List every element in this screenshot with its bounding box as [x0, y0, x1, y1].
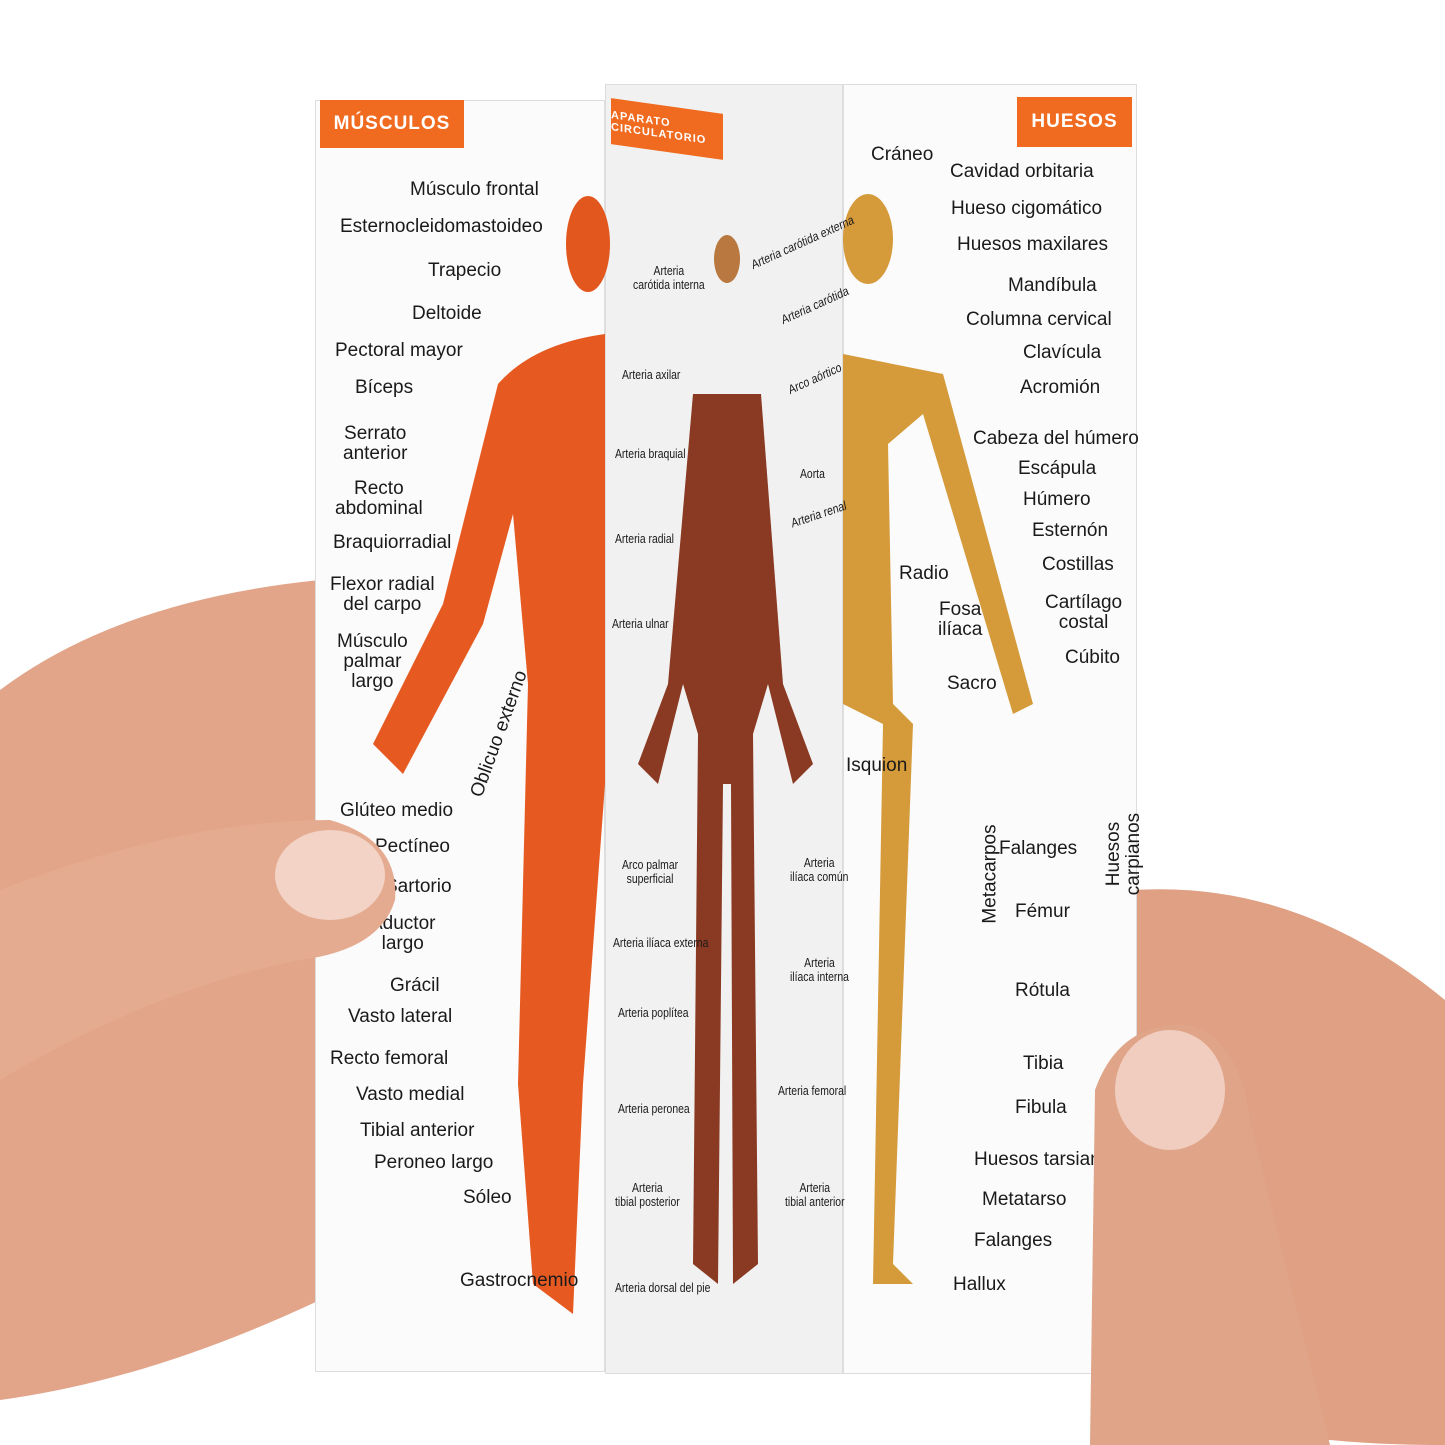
muscles-label: Sóleo: [463, 1187, 512, 1208]
muscle-figure: [373, 196, 610, 1314]
circulatory-label: Arteria tibial posterior: [615, 1180, 680, 1209]
muscles-label: Músculo palmar largo: [337, 631, 408, 692]
bones-label: Radio: [899, 563, 949, 584]
muscles-label: Bíceps: [355, 377, 414, 398]
circulatory-label: Arteria ilíaca común: [790, 855, 849, 884]
circulatory-label: Aorta: [800, 466, 825, 481]
circulatory-label: Arco palmar superficial: [622, 857, 679, 886]
skeleton-figure: [843, 194, 1033, 1284]
bones-label: Clavícula: [1023, 342, 1102, 363]
bones-label: Huesos carpianos: [1103, 812, 1145, 896]
muscles-label: Flexor radial del carpo: [330, 574, 435, 615]
circulatory-label: Arteria ilíaca interna: [790, 955, 849, 984]
muscles-label: Glúteo medio: [340, 800, 454, 821]
bones-label: Cúbito: [1065, 647, 1120, 668]
circulatory-label: Arteria ulnar: [612, 616, 669, 631]
anatomy-fold-card[interactable]: MÚSCULOS APARATO CIRCULATORIO HUESOS Mús…: [313, 84, 1144, 1374]
bones-label: Columna cervical: [966, 309, 1112, 330]
left-hand-fingers: [0, 580, 320, 1400]
bones-label: Sacro: [947, 673, 997, 694]
bones-label: Mandíbula: [1008, 275, 1097, 296]
circulatory-label: Arteria poplítea: [618, 1005, 689, 1020]
bones-label: Esternón: [1032, 520, 1109, 541]
muscles-label: Vasto medial: [356, 1084, 465, 1105]
muscles-label: Braquiorradial: [333, 532, 452, 553]
muscles-label: Sartorio: [385, 876, 452, 897]
bones-label: Hallux: [953, 1274, 1006, 1295]
muscles-label: Deltoide: [412, 303, 482, 324]
bones-label: Tibia: [1023, 1053, 1064, 1074]
muscles-label: Recto femoral: [330, 1048, 449, 1069]
muscles-label: Gastrocnemio: [460, 1270, 579, 1291]
bones-label: Costillas: [1042, 554, 1114, 575]
bones-label: Fosa ilíaca: [938, 599, 983, 640]
muscles-label: Serrato anterior: [343, 423, 408, 464]
bones-label: Isquion: [846, 755, 908, 776]
muscles-label: Grácil: [390, 975, 440, 996]
muscles-label: Pectoral mayor: [335, 340, 463, 361]
bones-label: Fibula: [1015, 1097, 1067, 1118]
bones-header: HUESOS: [1017, 97, 1132, 147]
bones-label: Rótula: [1015, 980, 1070, 1001]
bones-label: Cráneo: [871, 144, 934, 165]
muscles-label: Esternocleidomastoideo: [340, 216, 543, 237]
circulatory-label: Arteria dorsal del pie: [615, 1280, 711, 1295]
muscles-label: Músculo frontal: [410, 179, 539, 200]
figures: [373, 194, 1033, 1314]
bones-label: Falanges: [974, 1230, 1053, 1251]
circulatory-label: Arteria axilar: [622, 367, 681, 382]
muscles-label: Vasto lateral: [348, 1006, 453, 1027]
bones-label: Cavidad orbitaria: [950, 161, 1094, 182]
right-hand: [1135, 889, 1445, 1445]
muscles-label: Aductor largo: [370, 913, 436, 954]
circulatory-label: Arteria radial: [615, 531, 674, 546]
circulatory-label: Arteria carótida interna: [633, 263, 705, 292]
muscles-label: Recto abdominal: [335, 478, 423, 519]
bones-label: Hueso cigomático: [951, 198, 1103, 219]
muscles-label: Pectíneo: [375, 836, 450, 857]
circulatory-label: Arteria femoral: [778, 1083, 847, 1098]
bones-label: Escápula: [1018, 458, 1097, 479]
bones-label: Húmero: [1023, 489, 1091, 510]
bones-label: Fémur: [1015, 901, 1070, 922]
muscles-label: Tibial anterior: [360, 1120, 475, 1141]
muscles-label: Peroneo largo: [374, 1152, 494, 1173]
bones-label: Cabeza del húmero: [973, 428, 1139, 449]
muscles-header: MÚSCULOS: [320, 100, 464, 148]
muscles-label: Trapecio: [428, 260, 502, 281]
circulatory-figure: [638, 235, 813, 1284]
bones-label: Cartílago costal: [1045, 592, 1123, 633]
bones-label: Huesos maxilares: [957, 234, 1108, 255]
circulatory-label: Arteria ilíaca externa: [613, 935, 709, 950]
bones-label: Metatarso: [982, 1189, 1067, 1210]
bones-label: Acromión: [1020, 377, 1101, 398]
circulatory-label: Arteria tibial anterior: [785, 1180, 845, 1209]
bones-label: Huesos tarsianos: [974, 1149, 1121, 1170]
bones-label: Metacarpos: [979, 824, 1001, 924]
bones-label: Falanges: [999, 838, 1078, 859]
circulatory-label: Arteria peronea: [618, 1101, 690, 1116]
circulatory-label: Arteria braquial: [615, 446, 686, 461]
